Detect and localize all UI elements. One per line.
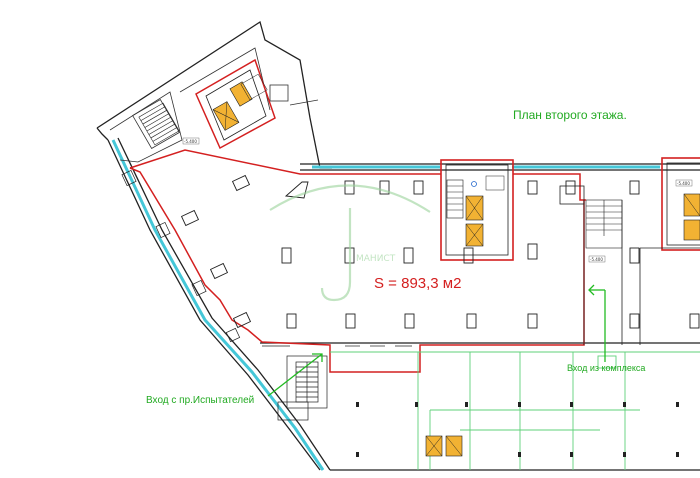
entrance-complex-label: Вход из комплекса — [567, 363, 646, 373]
outer-walls — [96, 20, 700, 471]
watermark-text: МАНИСТ — [356, 254, 396, 264]
glazing — [111, 139, 660, 471]
elevation-tag: -5.400 — [590, 257, 603, 262]
core-left — [195, 58, 276, 150]
arrow-entry-complex-icon — [588, 284, 606, 362]
entrance-street-label: Вход с пр.Испытателей — [146, 395, 255, 406]
elevator-icon — [465, 195, 484, 247]
lower-level-columns — [356, 402, 679, 457]
elevator-icon — [212, 81, 253, 131]
elevation-tag: -5.400 — [677, 181, 690, 186]
elevator-icon — [425, 435, 463, 457]
staircase-icon — [138, 102, 180, 146]
core-right — [661, 157, 700, 251]
arrow-entry-street-icon — [267, 353, 323, 397]
lower-level-outline — [330, 351, 700, 470]
staircase-icon — [585, 199, 623, 249]
staircase-icon — [277, 355, 328, 421]
elevation-tags: -5.400 -5.400 -5.400 — [182, 137, 693, 263]
right-interior — [559, 185, 700, 345]
elevation-tag: -5.400 — [184, 139, 197, 144]
plan-title: План второго этажа. — [513, 108, 627, 122]
watermark-logo-icon: МАНИСТ — [269, 184, 431, 302]
area-label: S = 893,3 м2 — [374, 275, 462, 292]
facade-details — [121, 169, 241, 343]
core-center — [440, 159, 514, 261]
left-wing-details — [109, 47, 319, 163]
